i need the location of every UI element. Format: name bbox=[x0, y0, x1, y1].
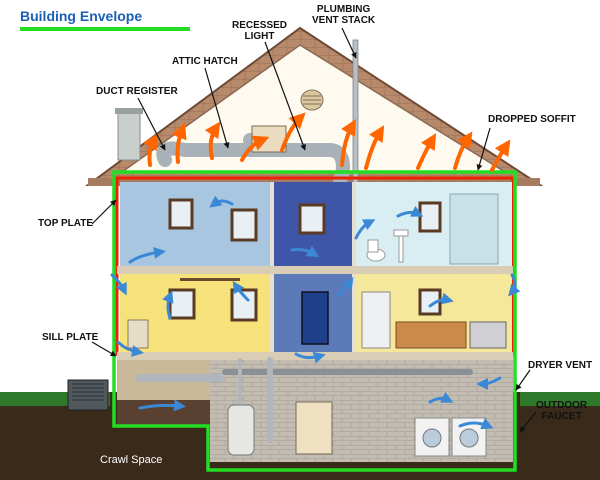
bathroom-fixtures bbox=[366, 193, 499, 265]
label-attic-hatch: ATTIC HATCH bbox=[172, 56, 238, 67]
title-underline bbox=[20, 27, 190, 31]
label-plumbing-vent-stack: PLUMBING VENT STACK bbox=[312, 4, 376, 26]
upper-floor-joists bbox=[117, 266, 513, 274]
label-top-plate: TOP PLATE bbox=[38, 218, 94, 229]
label-duct-register: DUCT REGISTER bbox=[96, 86, 178, 97]
building-envelope-outline bbox=[112, 170, 517, 472]
label-recessed-light: RECESSED LIGHT bbox=[232, 20, 288, 42]
ceiling-fan bbox=[180, 278, 240, 281]
chimney bbox=[115, 108, 143, 161]
upper-windows bbox=[168, 198, 442, 242]
plumbing-vent-stack bbox=[352, 39, 359, 191]
attic-vent bbox=[300, 89, 324, 111]
callout-leader-lines bbox=[91, 27, 537, 433]
main-windows bbox=[168, 288, 442, 322]
label-crawl-space: Crawl Space bbox=[100, 454, 163, 466]
label-dryer-vent: DRYER VENT bbox=[528, 360, 593, 371]
interior-airflow-arrows bbox=[110, 195, 521, 430]
ac-condenser bbox=[67, 379, 109, 411]
kitchen-fixtures bbox=[127, 291, 507, 349]
diagram-title: Building Envelope bbox=[20, 8, 143, 24]
front-door bbox=[301, 291, 329, 345]
label-outdoor-faucet: OUTDOOR FAUCET bbox=[536, 400, 588, 422]
label-dropped-soffit: DROPPED SOFFIT bbox=[488, 114, 576, 125]
label-sill-plate: SILL PLATE bbox=[42, 332, 99, 343]
basement-appliances bbox=[227, 401, 487, 457]
attic-air-leak-arrows bbox=[143, 112, 511, 172]
